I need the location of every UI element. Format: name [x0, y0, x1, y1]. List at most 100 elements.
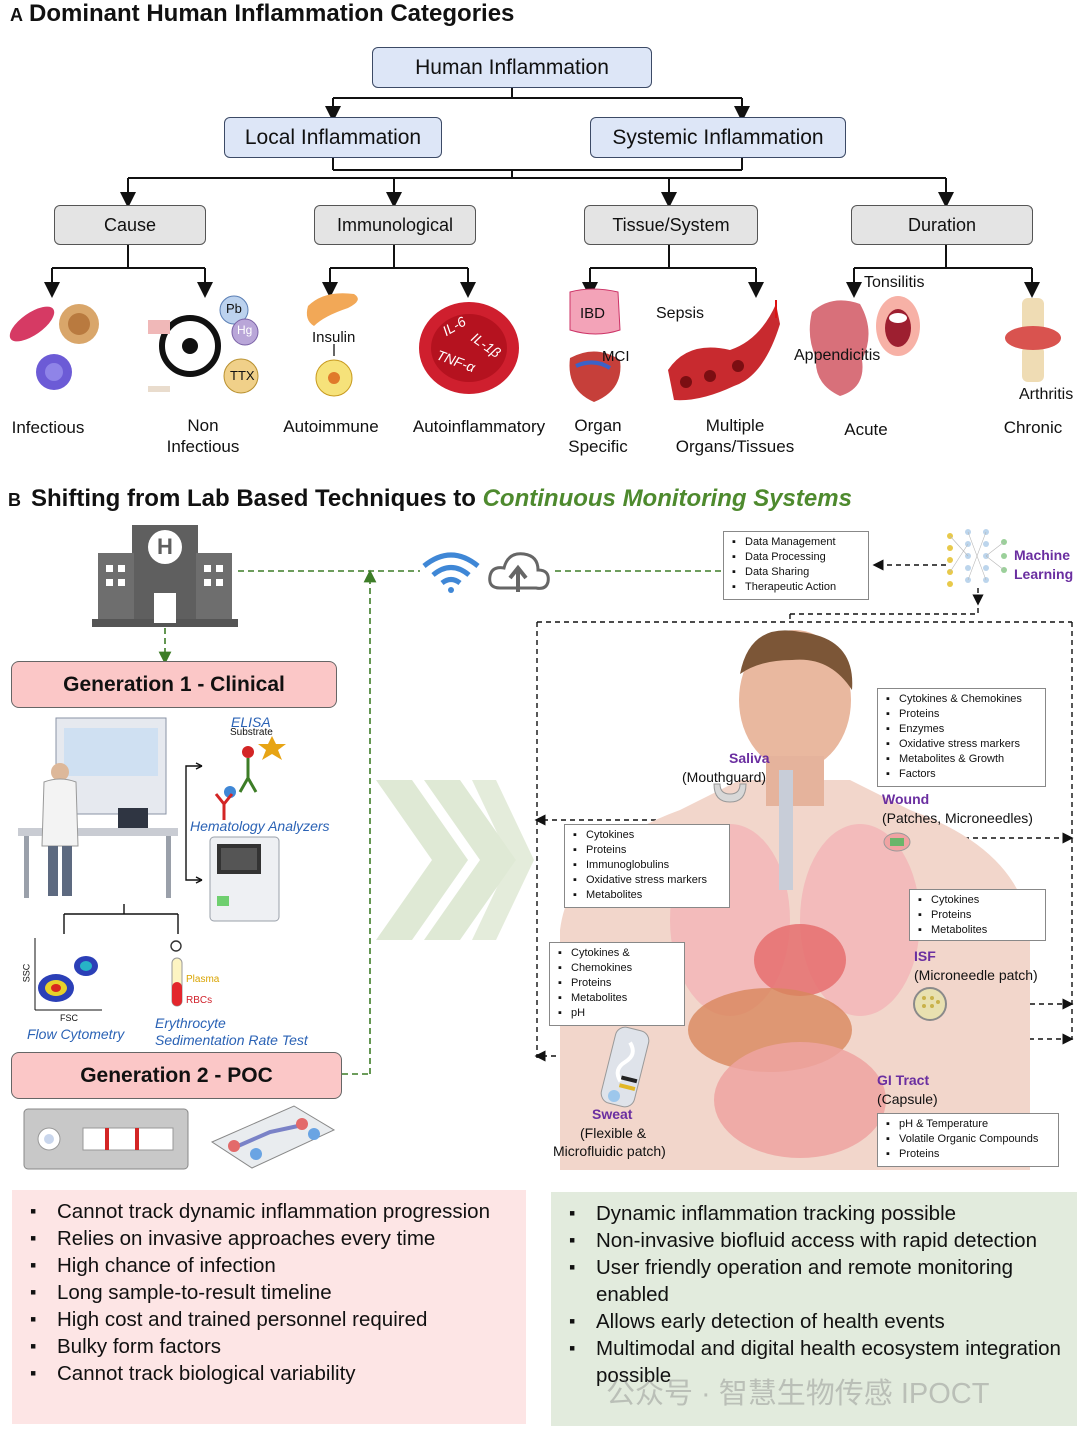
- gen1-branch-lines: [63, 904, 179, 934]
- panel-b-title-text: Shifting from Lab Based Techniques to: [31, 485, 483, 512]
- hospital-icon: H: [92, 525, 238, 627]
- limitation-item: High chance of infection: [30, 1252, 512, 1279]
- substrate-label: Substrate: [230, 727, 273, 738]
- leaf-acute: Acute: [844, 420, 888, 439]
- cloud-upload-icon: [488, 552, 550, 592]
- label-pb: Pb: [226, 301, 242, 316]
- limitation-item: Cannot track biological variability: [30, 1360, 512, 1387]
- wifi-icon: [422, 552, 480, 593]
- toxins-illustration: [148, 295, 259, 394]
- mouthguard-icon: [713, 783, 747, 803]
- saliva-biomarker-box: Cytokines Proteins Immunoglobulins Oxida…: [564, 824, 730, 908]
- esr-label: Erythrocyte Sedimentation Rate Test: [155, 1015, 308, 1049]
- panel-a-title: A Dominant Human Inflammation Categories: [10, 0, 514, 28]
- data-item: Data Processing: [732, 550, 862, 565]
- node-local-inflammation: Local Inflammation: [224, 117, 442, 158]
- lab-limitations-panel: Cannot track dynamic inflammation progre…: [12, 1190, 526, 1424]
- ml-line2: Learning: [1014, 566, 1074, 582]
- microbes-illustration: [9, 304, 99, 390]
- wound-item: Oxidative stress markers: [886, 737, 1039, 752]
- ml-label: Machine Learning: [1014, 546, 1073, 584]
- esr-line1: Erythrocyte: [155, 1015, 226, 1031]
- data-box: Data Management Data Processing Data Sha…: [723, 531, 869, 600]
- transition-chevrons: [376, 780, 534, 940]
- label-sepsis: Sepsis: [656, 305, 705, 322]
- panel-a-title-text: Dominant Human Inflammation Categories: [29, 0, 515, 27]
- flow-cytometry-label: Flow Cytometry: [27, 1026, 125, 1042]
- data-item: Data Sharing: [732, 565, 862, 580]
- label-hg: Hg: [237, 323, 253, 337]
- wound-item: Proteins: [886, 707, 1039, 722]
- limitation-item: High cost and trained personnel required: [30, 1306, 512, 1333]
- leaf-autoimmune: Autoimmune: [283, 417, 379, 436]
- neural-network-icon: [947, 529, 1007, 587]
- panel-b-letter: B: [8, 490, 21, 510]
- saliva-item: Proteins: [573, 843, 723, 858]
- hematology-label: Hematology Analyzers: [190, 818, 330, 834]
- leaf-non-infectious: Non Infectious: [166, 416, 240, 457]
- label-ibd: IBD: [580, 305, 606, 322]
- limitation-item: Long sample-to-result timeline: [30, 1279, 512, 1306]
- wound-patch-icon: [883, 832, 911, 852]
- benefit-item: Non-invasive biofluid access with rapid …: [569, 1227, 1063, 1254]
- sweat-item: Metabolites: [558, 991, 678, 1006]
- node-human-inflammation: Human Inflammation: [372, 47, 652, 88]
- pancreas-illustration: [306, 293, 358, 397]
- leaf-multiple-organs: Multiple Organs/Tissues: [675, 416, 795, 457]
- gi-sub: (Capsule): [877, 1091, 938, 1107]
- node-tissue-system: Tissue/System: [584, 205, 758, 245]
- isf-sub: (Microneedle patch): [914, 967, 1038, 983]
- blood-vessel-illustration: [668, 300, 780, 401]
- sweat-sub2: Microfluidic patch): [553, 1143, 666, 1159]
- generation-1-box: Generation 1 - Clinical: [11, 661, 337, 708]
- svg-text:H: H: [157, 534, 173, 559]
- red-blood-cell-illustration: [419, 302, 519, 394]
- gi-name: GI Tract: [877, 1072, 930, 1088]
- fsc-label: FSC: [60, 1013, 78, 1023]
- esr-tube-illustration: [170, 940, 183, 1007]
- panel-b-title: B Shifting from Lab Based Techniques to C…: [8, 485, 852, 513]
- antibody-illustration: [214, 736, 286, 820]
- sweat-item: Cytokines &: [558, 946, 678, 961]
- plasma-label: Plasma: [186, 974, 220, 985]
- appendix-tonsil-illustration: [809, 296, 920, 396]
- sweat-biomarker-box: Cytokines & Chemokines Proteins Metaboli…: [549, 942, 685, 1026]
- wound-name: Wound: [882, 791, 930, 807]
- saliva-sub: (Mouthguard): [682, 769, 767, 785]
- microfluidic-chip-illustration: [210, 1105, 336, 1169]
- leaf-autoinflammatory: Autoinflammatory: [412, 417, 546, 436]
- wound-item: Metabolites & Growth: [886, 752, 1039, 767]
- panel-a-letter: A: [10, 5, 23, 25]
- benefit-item: Allows early detection of health events: [569, 1308, 1063, 1335]
- saliva-item: Oxidative stress markers: [573, 873, 723, 888]
- gi-item: Volatile Organic Compounds: [886, 1132, 1052, 1147]
- sweat-item: Chemokines: [558, 961, 678, 976]
- label-appendicitis: Appendicitis: [794, 347, 881, 364]
- saliva-item: Metabolites: [573, 888, 723, 903]
- label-mci: MCI: [602, 348, 630, 365]
- lab-scientist-illustration: [18, 717, 178, 898]
- continuous-monitoring-benefits-panel: Dynamic inflammation tracking possible N…: [551, 1192, 1077, 1426]
- isf-item: Proteins: [918, 908, 1039, 923]
- data-item: Therapeutic Action: [732, 580, 862, 595]
- saliva-name: Saliva: [729, 750, 770, 766]
- benefit-item: Dynamic inflammation tracking possible: [569, 1200, 1063, 1227]
- saliva-item: Immunoglobulins: [573, 858, 723, 873]
- lateral-flow-test-illustration: [23, 1108, 189, 1170]
- sweat-sub1: (Flexible &: [580, 1125, 647, 1141]
- limitation-item: Relies on invasive approaches every time: [30, 1225, 512, 1252]
- hematology-analyzer-illustration: [209, 836, 280, 922]
- leaf-organ-specific: Organ Specific: [568, 416, 628, 457]
- limitation-item: Bulky form factors: [30, 1333, 512, 1360]
- node-cause: Cause: [54, 205, 206, 245]
- gi-item: Proteins: [886, 1147, 1052, 1162]
- wound-biomarker-box: Cytokines & Chemokines Proteins Enzymes …: [877, 688, 1046, 787]
- node-duration: Duration: [851, 205, 1033, 245]
- leaf-chronic: Chronic: [1003, 418, 1063, 437]
- saliva-item: Cytokines: [573, 828, 723, 843]
- label-insulin: Insulin: [312, 329, 356, 346]
- isf-name: ISF: [914, 948, 936, 964]
- wound-item: Enzymes: [886, 722, 1039, 737]
- esr-line2: Sedimentation Rate Test: [155, 1032, 308, 1048]
- panel-b-title-green: Continuous Monitoring Systems: [482, 485, 852, 512]
